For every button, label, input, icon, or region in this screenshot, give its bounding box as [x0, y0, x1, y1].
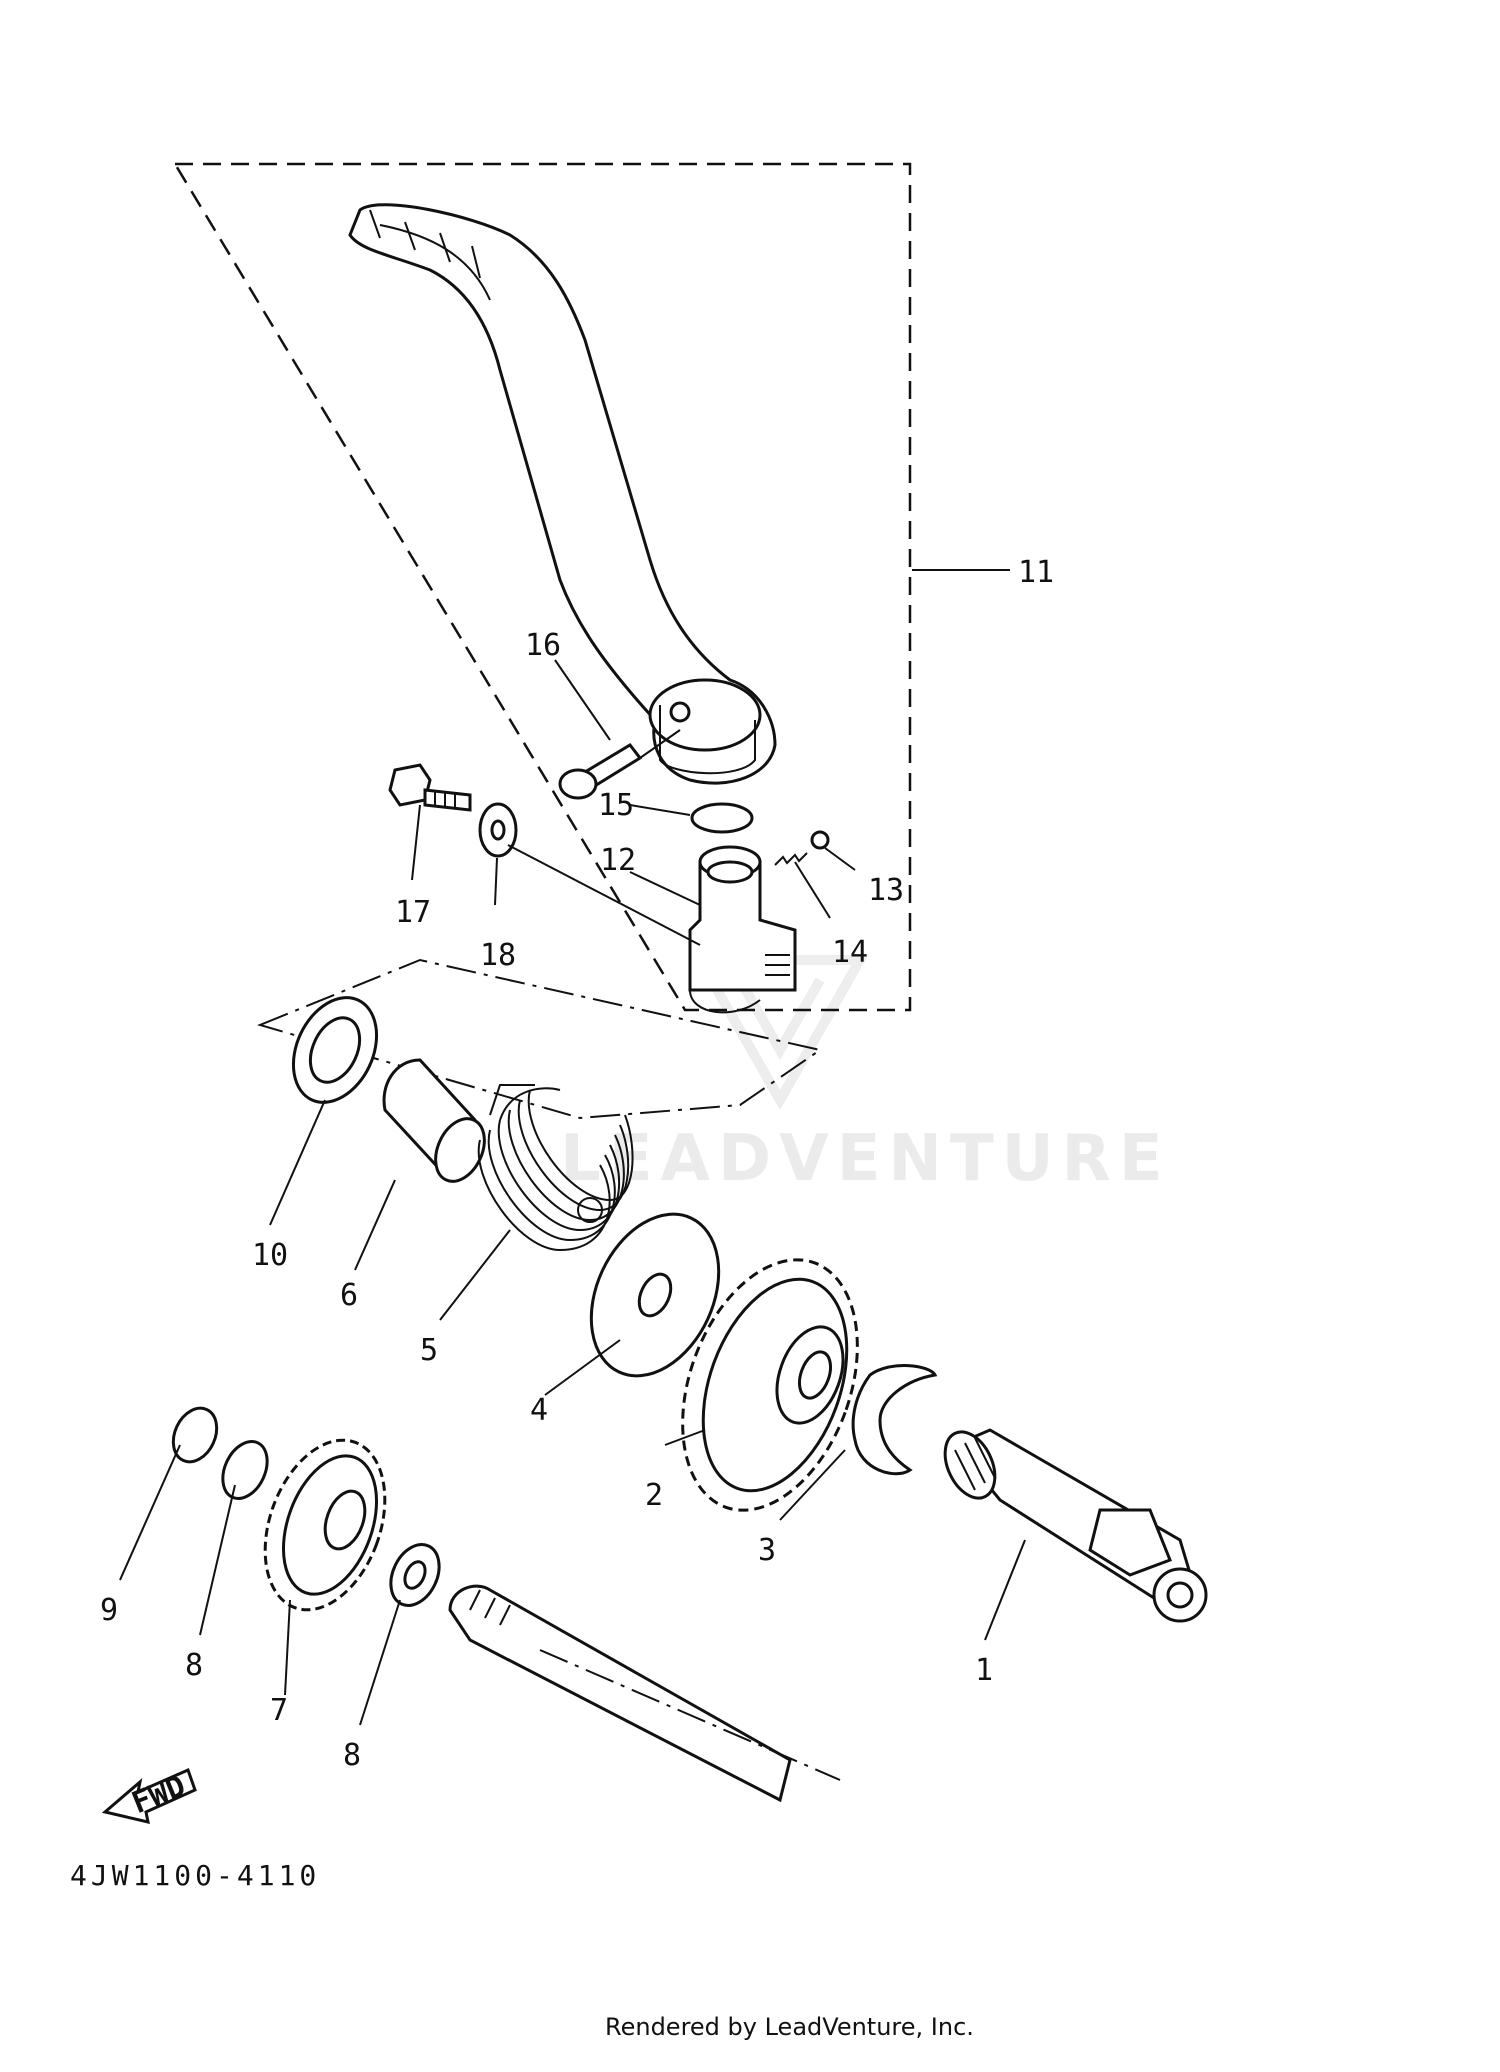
washer-4	[589, 1212, 721, 1378]
idle-gear-7	[263, 1438, 387, 1612]
washer-8a	[221, 1440, 269, 1500]
callout-4: 4	[530, 1393, 548, 1428]
watermark: LEADVENTURE	[560, 955, 1171, 1196]
callout-8b: 8	[343, 1738, 361, 1773]
footer-credit: Rendered by LeadVenture, Inc.	[605, 2013, 974, 2041]
oil-seal-10	[291, 996, 379, 1104]
callout-18: 18	[480, 938, 516, 973]
kick-boss-12	[688, 845, 797, 1014]
callout-16: 16	[525, 628, 561, 663]
o-ring-15	[690, 802, 754, 834]
callout-15: 15	[598, 788, 634, 823]
washer-8b	[389, 1543, 441, 1607]
clip-3	[851, 1364, 938, 1476]
callout-14: 14	[832, 935, 868, 970]
callout-12: 12	[600, 843, 636, 878]
bolt-16	[558, 729, 681, 800]
callout-8a: 8	[185, 1648, 203, 1683]
callout-5: 5	[420, 1333, 438, 1368]
collar-6	[382, 1058, 486, 1183]
callout-2: 2	[645, 1478, 663, 1513]
callout-1: 1	[975, 1653, 993, 1688]
callouts: 11 16 15 12 13 14 17 18 10 6 5 4 2 3 1 9…	[100, 555, 1054, 1773]
circlip-9	[171, 1406, 219, 1464]
forward-arrow: FWD	[101, 1767, 197, 1824]
callout-6: 6	[340, 1278, 358, 1313]
spring-ball-13-14	[774, 830, 830, 866]
washer-18	[478, 802, 701, 946]
kick-axle-1	[943, 1428, 1208, 1623]
callout-7: 7	[270, 1693, 288, 1728]
callout-11: 11	[1018, 555, 1054, 590]
bolt-17	[388, 763, 472, 812]
callout-17: 17	[395, 895, 431, 930]
kick-lever	[348, 203, 777, 785]
callout-10: 10	[252, 1238, 288, 1273]
callout-13: 13	[868, 873, 904, 908]
leader-lines	[119, 569, 1026, 1726]
watermark-text: LEADVENTURE	[560, 1122, 1171, 1196]
kick-spring-5	[477, 1084, 634, 1252]
assembly-outline	[172, 162, 912, 1012]
drawing-code: 4JW1100-4110	[70, 1859, 320, 1892]
callout-3: 3	[758, 1533, 776, 1568]
callout-9: 9	[100, 1593, 118, 1628]
main-shaft	[448, 1584, 841, 1803]
kick-gear-2	[681, 1258, 859, 1512]
